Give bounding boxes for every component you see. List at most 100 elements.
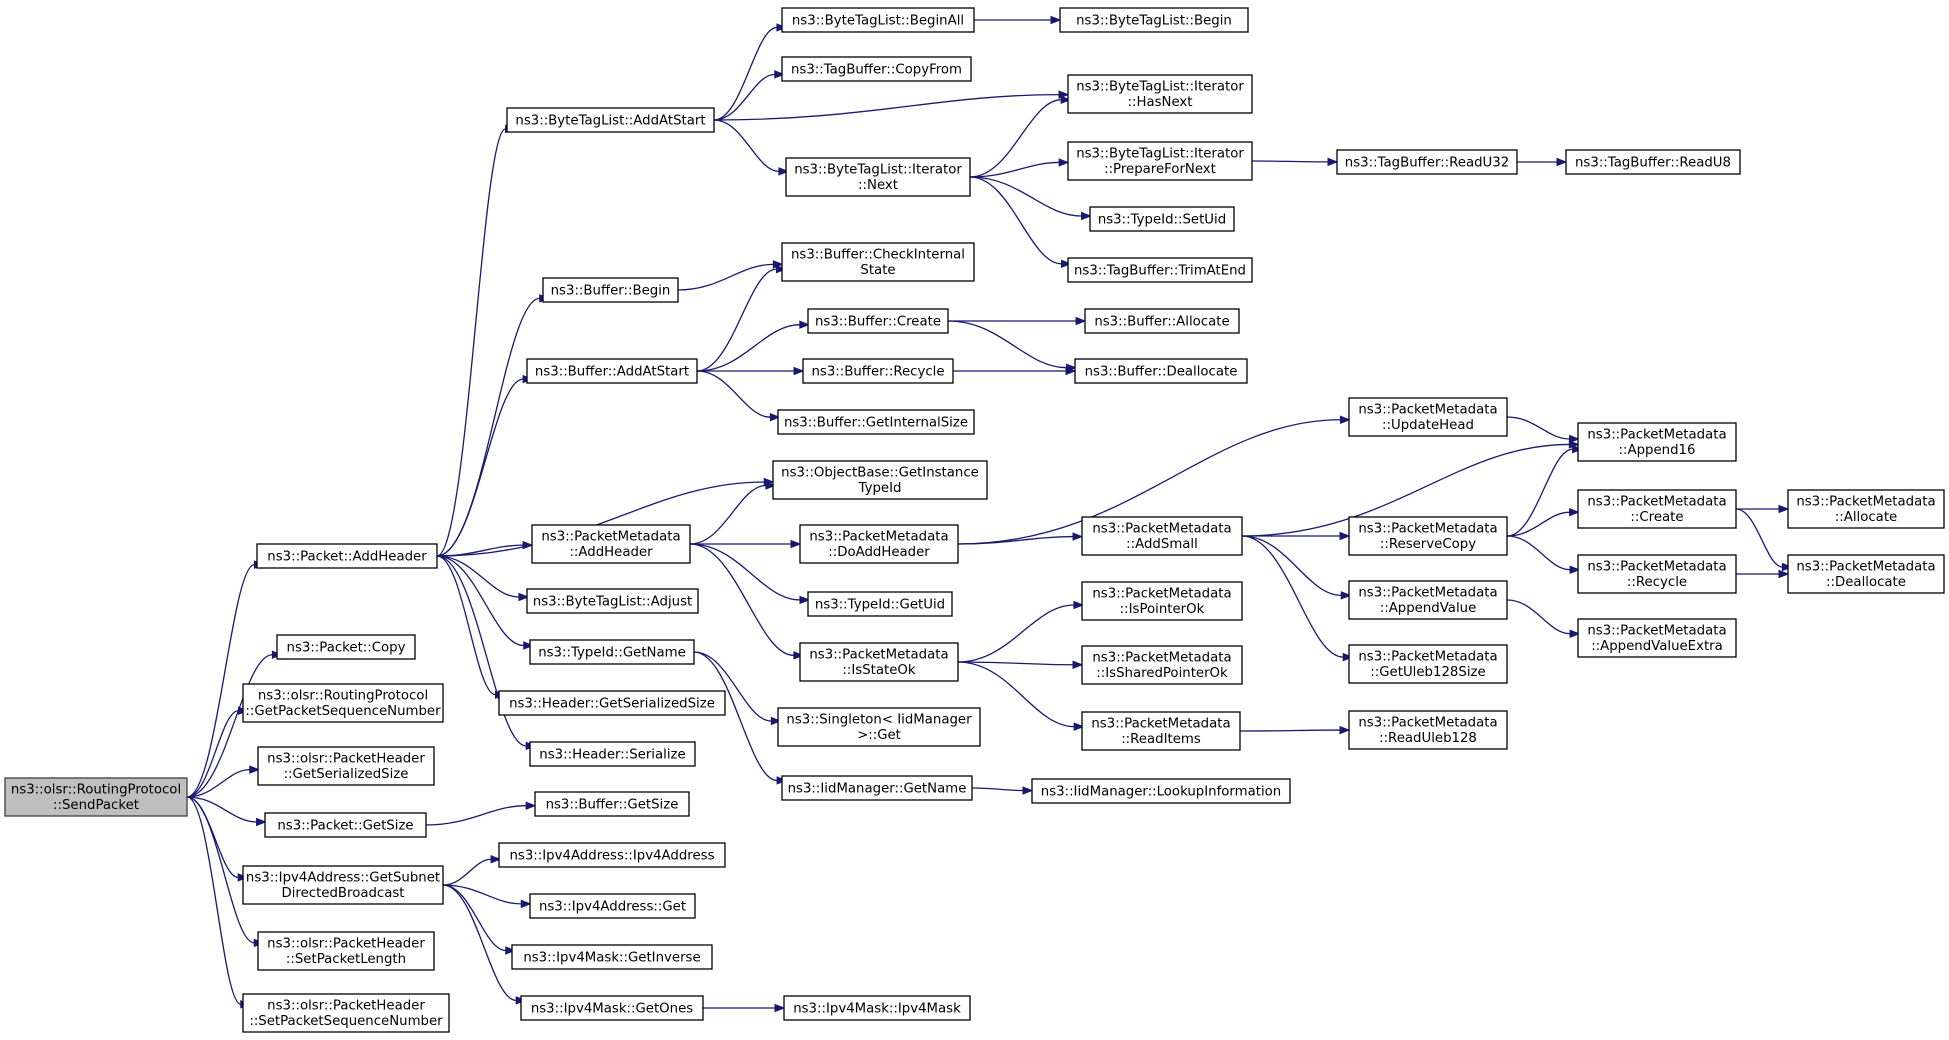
node-ipv4mask_getones[interactable]: ns3::Ipv4Mask::GetOnes — [520, 995, 704, 1021]
node-label: ns3::TypeId::GetName — [538, 645, 686, 660]
node-label: ::ReserveCopy — [1380, 537, 1476, 552]
node-label: ns3::Buffer::Begin — [551, 283, 671, 298]
node-label: ns3::PacketMetadata — [1587, 495, 1726, 510]
node-ipv4mask_getinverse[interactable]: ns3::Ipv4Mask::GetInverse — [511, 944, 713, 970]
node-ipv4addr_ctor[interactable]: ns3::Ipv4Address::Ipv4Address — [498, 842, 726, 868]
node-header_serialize[interactable]: ns3::Header::Serialize — [529, 741, 696, 767]
node-pm_readuleb128[interactable]: ns3::PacketMetadata::ReadUleb128 — [1348, 710, 1508, 750]
node-tagbuffer_trimatend[interactable]: ns3::TagBuffer::TrimAtEnd — [1067, 257, 1253, 283]
node-pm_readitems[interactable]: ns3::PacketMetadata::ReadItems — [1081, 711, 1241, 751]
arrowhead — [505, 946, 517, 955]
node-box — [526, 358, 698, 384]
edge-btl_iter_next-to-typeid_setuid — [969, 176, 1092, 221]
edge-pm_isstateok-to-pm_ispointerok — [957, 600, 1085, 663]
node-pkthdr_setpacketlength[interactable]: ns3::olsr::PacketHeader::SetPacketLength — [257, 931, 435, 971]
node-typeid_getname[interactable]: ns3::TypeId::GetName — [529, 639, 695, 665]
node-tagbuffer_copyfrom[interactable]: ns3::TagBuffer::CopyFrom — [781, 56, 972, 82]
node-pm_addsmall[interactable]: ns3::PacketMetadata::AddSmall — [1081, 516, 1243, 556]
node-btl_iter_next[interactable]: ns3::ByteTagList::Iterator::Next — [785, 157, 971, 197]
node-iidmanager_getname[interactable]: ns3::IidManager::GetName — [781, 775, 973, 801]
node-pm_recycle[interactable]: ns3::PacketMetadata::Recycle — [1577, 554, 1737, 594]
node-buffer_deallocate[interactable]: ns3::Buffer::Deallocate — [1074, 358, 1248, 384]
node-header_getserializedsize[interactable]: ns3::Header::GetSerializedSize — [498, 690, 726, 716]
node-sendpacket[interactable]: ns3::olsr::RoutingProtocol::SendPacket — [4, 777, 188, 817]
node-buffer_begin[interactable]: ns3::Buffer::Begin — [542, 277, 679, 303]
node-ipv4mask_ctor[interactable]: ns3::Ipv4Mask::Ipv4Mask — [783, 995, 971, 1021]
arrowhead — [1327, 157, 1339, 167]
node-pm_addheader[interactable]: ns3::PacketMetadata::AddHeader — [531, 524, 691, 564]
arrowhead — [523, 641, 535, 650]
arrowhead — [1072, 532, 1084, 541]
node-box — [781, 242, 975, 282]
nodes-layer: ns3::olsr::RoutingProtocol::SendPacketns… — [4, 7, 1945, 1033]
arrowhead — [1060, 259, 1072, 269]
node-typeid_getuid[interactable]: ns3::TypeId::GetUid — [807, 591, 953, 617]
edge-pm_addheader-to-typeid_getuid — [689, 543, 811, 605]
node-label: ::DoAddHeader — [828, 545, 930, 560]
edge-packet_addheader-to-header_getserializedsize — [436, 555, 506, 699]
node-packet_copy[interactable]: ns3::Packet::Copy — [276, 634, 416, 660]
node-tagbuffer_readu32[interactable]: ns3::TagBuffer::ReadU32 — [1336, 149, 1518, 175]
node-ipv4addr_get[interactable]: ns3::Ipv4Address::Get — [529, 893, 696, 919]
node-pm_getuleb128size[interactable]: ns3::PacketMetadata::GetUleb128Size — [1348, 644, 1508, 684]
node-label: ns3::PacketMetadata — [1092, 587, 1231, 602]
edge-ipv4mask_getones-to-ipv4mask_ctor — [703, 1003, 786, 1013]
node-label: ::AddHeader — [569, 545, 653, 560]
node-pkthdr_setpacketseqnum[interactable]: ns3::olsr::PacketHeader::SetPacketSequen… — [242, 993, 450, 1033]
edge-line — [1735, 508, 1783, 568]
edge-pm_readitems-to-pm_readuleb128 — [1239, 725, 1351, 735]
arrowhead — [522, 540, 534, 550]
node-typeid_setuid[interactable]: ns3::TypeId::SetUid — [1089, 206, 1235, 232]
node-buffer_getsize[interactable]: ns3::Buffer::GetSize — [534, 791, 690, 817]
node-iidmanager_lookupinfo[interactable]: ns3::IidManager::LookupInformation — [1031, 778, 1291, 804]
node-packet_addheader[interactable]: ns3::Packet::AddHeader — [256, 543, 438, 569]
node-buffer_recycle[interactable]: ns3::Buffer::Recycle — [802, 358, 954, 384]
node-pm_reservecopy[interactable]: ns3::PacketMetadata::ReserveCopy — [1348, 516, 1508, 556]
node-buffer_allocate[interactable]: ns3::Buffer::Allocate — [1084, 308, 1240, 334]
node-box — [506, 107, 715, 133]
node-btl_adjust[interactable]: ns3::ByteTagList::Adjust — [526, 588, 699, 614]
node-pm_ispointerok[interactable]: ns3::PacketMetadata::IsPointerOk — [1081, 581, 1243, 621]
edge-line — [971, 787, 1024, 792]
edge-btl_iter_preparefornext-to-tagbuffer_readu32 — [1251, 157, 1339, 167]
node-buffer_addatstart[interactable]: ns3::Buffer::AddAtStart — [526, 358, 698, 384]
node-box — [498, 842, 726, 868]
edge-line — [1506, 599, 1571, 635]
node-ipv4addr_getsubnet[interactable]: ns3::Ipv4Address::GetSubnetDirectedBroad… — [242, 865, 444, 905]
node-packet_getsize[interactable]: ns3::Packet::GetSize — [264, 812, 427, 838]
node-label: ::AppendValueExtra — [1591, 639, 1723, 654]
node-pm_create[interactable]: ns3::PacketMetadata::Create — [1577, 489, 1737, 529]
node-pm_allocate[interactable]: ns3::PacketMetadata::Allocate — [1787, 489, 1945, 529]
node-pm_issharedpointerok[interactable]: ns3::PacketMetadata::IsSharedPointerOk — [1081, 645, 1243, 685]
node-box — [529, 741, 696, 767]
node-singleton_get[interactable]: ns3::Singleton< IidManager>::Get — [777, 707, 981, 747]
edge-btl_iter_next-to-btl_iter_preparefornext — [969, 158, 1070, 178]
node-btl_iter_preparefornext[interactable]: ns3::ByteTagList::Iterator::PrepareForNe… — [1067, 141, 1253, 181]
node-box — [1787, 489, 1945, 529]
node-buffer_create[interactable]: ns3::Buffer::Create — [807, 308, 949, 334]
node-pm_updatehead[interactable]: ns3::PacketMetadata::UpdateHead — [1348, 397, 1508, 437]
node-pm_isstateok[interactable]: ns3::PacketMetadata::IsStateOk — [799, 642, 959, 682]
node-pm_appendvalue[interactable]: ns3::PacketMetadata::AppendValue — [1348, 580, 1508, 620]
node-label: ::AppendValue — [1380, 601, 1477, 616]
node-label: ns3::Buffer::CheckInternal — [791, 248, 965, 263]
node-pm_deallocate[interactable]: ns3::PacketMetadata::Deallocate — [1787, 554, 1945, 594]
node-pkthdr_getserializedsize[interactable]: ns3::olsr::PacketHeader::GetSerializedSi… — [257, 746, 435, 786]
node-getpacketseqnum[interactable]: ns3::olsr::RoutingProtocol::GetPacketSeq… — [242, 683, 444, 723]
node-btl_iter_hasnext[interactable]: ns3::ByteTagList::Iterator::HasNext — [1067, 74, 1253, 114]
node-label: State — [860, 263, 895, 278]
node-pm_doaddheader[interactable]: ns3::PacketMetadata::DoAddHeader — [799, 524, 959, 564]
arrowhead — [249, 765, 261, 774]
edge-sendpacket-to-pkthdr_setpacketseqnum — [186, 796, 252, 1009]
node-btl_addatstart[interactable]: ns3::ByteTagList::AddAtStart — [506, 107, 715, 133]
node-pm_appendvalueextra[interactable]: ns3::PacketMetadata::AppendValueExtra — [1577, 618, 1737, 658]
node-buffer_getinternalsize[interactable]: ns3::Buffer::GetInternalSize — [777, 409, 975, 435]
node-btl_beginall[interactable]: ns3::ByteTagList::BeginAll — [781, 7, 975, 33]
node-pm_append16[interactable]: ns3::PacketMetadata::Append16 — [1577, 422, 1737, 462]
node-tagbuffer_readu8[interactable]: ns3::TagBuffer::ReadU8 — [1565, 149, 1741, 175]
node-btl_begin[interactable]: ns3::ByteTagList::Begin — [1059, 7, 1249, 33]
edge-pm_isstateok-to-pm_issharedpointerok — [957, 660, 1084, 670]
